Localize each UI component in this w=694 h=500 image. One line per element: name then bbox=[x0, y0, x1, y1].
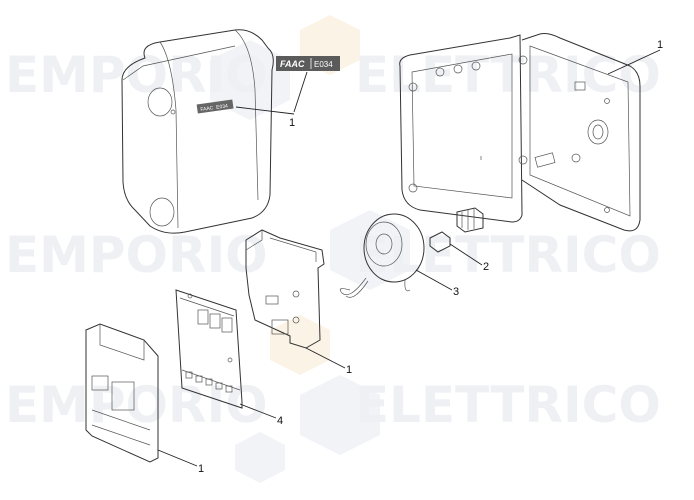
brand-label: FAAC E034 bbox=[276, 56, 340, 71]
watermark-emporio-2: EMPORIO bbox=[5, 226, 268, 284]
cover-plate bbox=[196, 99, 234, 114]
callout-enclosure: 1 bbox=[657, 39, 663, 51]
callout-fuse-block: 2 bbox=[483, 261, 489, 273]
enclosure-part bbox=[399, 33, 641, 232]
watermark-elettrico-2: ELETTRICO bbox=[355, 226, 661, 284]
cover-part: FAAC E034 bbox=[121, 29, 274, 234]
callouts: 1 1 2 3 1 4 1 bbox=[157, 39, 663, 475]
brand-logo: FAAC bbox=[280, 59, 305, 69]
board-cover-part bbox=[85, 323, 159, 463]
callout-transformer: 3 bbox=[453, 286, 459, 298]
watermark-text: EMPORIO ELETTRICO EMPORIO ELETTRICO EMPO… bbox=[5, 46, 661, 434]
callout-bracket: 1 bbox=[346, 364, 352, 376]
brand-label-background bbox=[276, 56, 340, 71]
callout-control-board: 4 bbox=[277, 415, 283, 427]
fuse-block-part bbox=[429, 207, 484, 253]
watermark-emporio-3: EMPORIO bbox=[5, 376, 268, 434]
cover-plate-brand: FAAC bbox=[200, 105, 214, 113]
model-code: E034 bbox=[314, 60, 333, 69]
transformer-part bbox=[339, 213, 425, 298]
bracket-part bbox=[245, 229, 325, 349]
watermark-emporio-1: EMPORIO bbox=[5, 46, 268, 104]
callout-board-cover: 1 bbox=[198, 463, 204, 475]
callout-cover: 1 bbox=[289, 117, 295, 129]
watermark-elettrico-3: ELETTRICO bbox=[355, 376, 661, 434]
cover-plate-model: E034 bbox=[216, 103, 229, 111]
